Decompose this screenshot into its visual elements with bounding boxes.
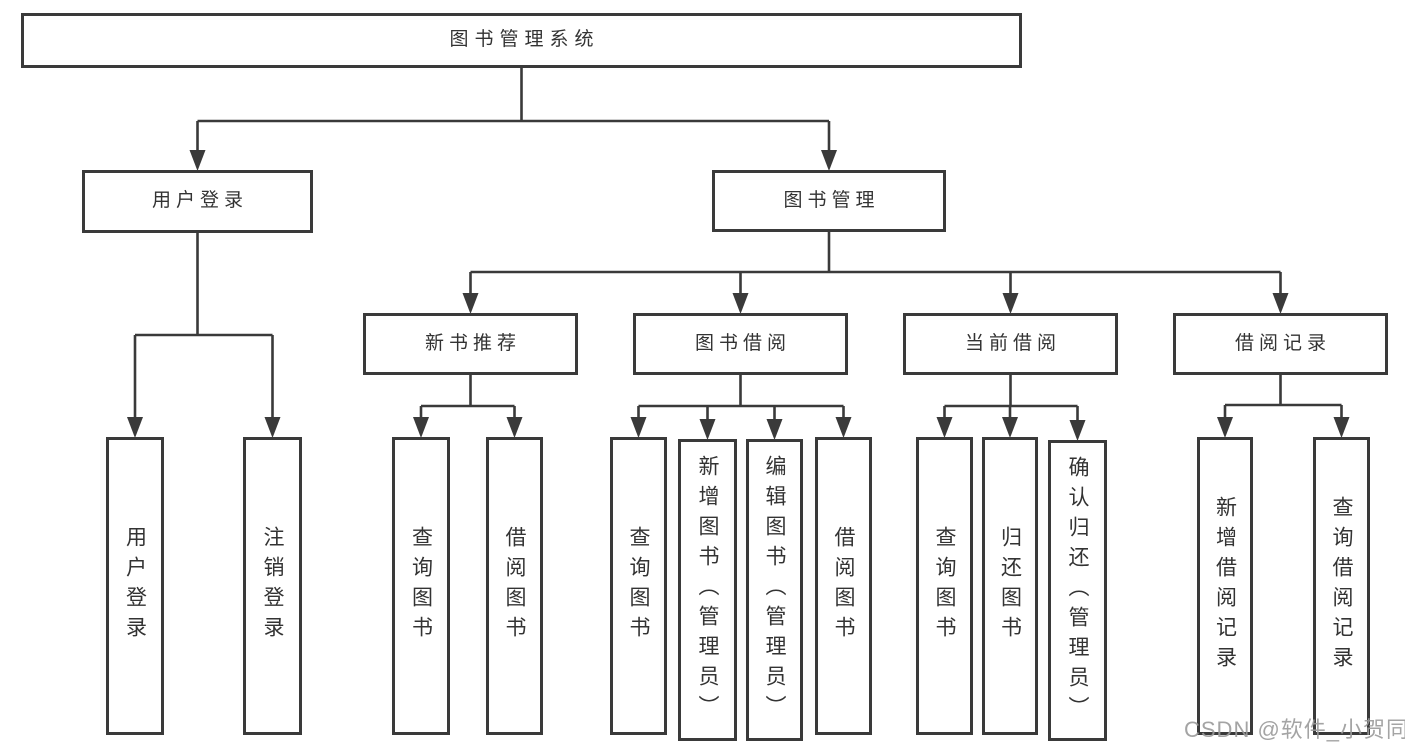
node-leaf-query-book-recommend: 查询图书 [392,437,450,735]
watermark: CSDN @软件_小贺同学 [1184,717,1405,742]
node-current-borrowing: 当前借阅 [903,313,1118,375]
node-label-leaf-query-book-current: 查询图书 [933,526,956,646]
node-user-login: 用户登录 [82,170,313,233]
node-leaf-logout: 注销登录 [243,437,302,735]
node-label-book-borrowing: 图书借阅 [694,332,791,354]
node-label-leaf-add-book-admin: 新增图书（管理员） [696,455,719,725]
node-book-borrowing: 图书借阅 [633,313,848,375]
node-leaf-user-login: 用户登录 [106,437,164,735]
node-label-leaf-query-book-borrowing: 查询图书 [627,526,650,646]
node-leaf-add-borrow-record: 新增借阅记录 [1197,437,1253,735]
node-new-book-recommend: 新书推荐 [363,313,578,375]
node-label-leaf-add-borrow-record: 新增借阅记录 [1213,496,1237,676]
node-label-root: 图书管理系统 [449,29,600,51]
node-leaf-add-book-admin: 新增图书（管理员） [678,439,737,741]
node-label-leaf-return-book: 归还图书 [998,526,1022,646]
node-label-book-management: 图书管理 [783,189,880,211]
node-leaf-borrow-book-borrowing: 借阅图书 [815,437,872,735]
node-label-leaf-user-login: 用户登录 [123,526,147,646]
node-label-leaf-confirm-return-admin: 确认归还（管理员） [1066,455,1089,726]
node-leaf-edit-book-admin: 编辑图书（管理员） [746,439,803,741]
node-label-leaf-query-borrow-record: 查询借阅记录 [1330,496,1353,676]
node-leaf-query-borrow-record: 查询借阅记录 [1313,437,1370,735]
node-label-current-borrowing: 当前借阅 [964,332,1061,354]
node-label-leaf-query-book-recommend: 查询图书 [409,526,433,646]
node-label-user-login: 用户登录 [151,190,248,212]
node-leaf-query-book-current: 查询图书 [916,437,973,735]
node-label-leaf-borrow-book-borrowing: 借阅图书 [832,526,855,646]
node-book-management: 图书管理 [712,170,946,232]
node-leaf-query-book-borrowing: 查询图书 [610,437,667,735]
node-leaf-return-book: 归还图书 [982,437,1038,735]
node-root: 图书管理系统 [21,13,1022,68]
node-leaf-confirm-return-admin: 确认归还（管理员） [1048,440,1107,741]
node-label-leaf-borrow-book-recommend: 借阅图书 [503,526,526,646]
node-label-new-book-recommend: 新书推荐 [424,332,521,354]
node-label-borrowing-records: 借阅记录 [1234,332,1331,354]
node-borrowing-records: 借阅记录 [1173,313,1388,375]
node-leaf-borrow-book-recommend: 借阅图书 [486,437,543,735]
node-label-leaf-edit-book-admin: 编辑图书（管理员） [763,455,786,725]
node-label-leaf-logout: 注销登录 [261,526,284,646]
